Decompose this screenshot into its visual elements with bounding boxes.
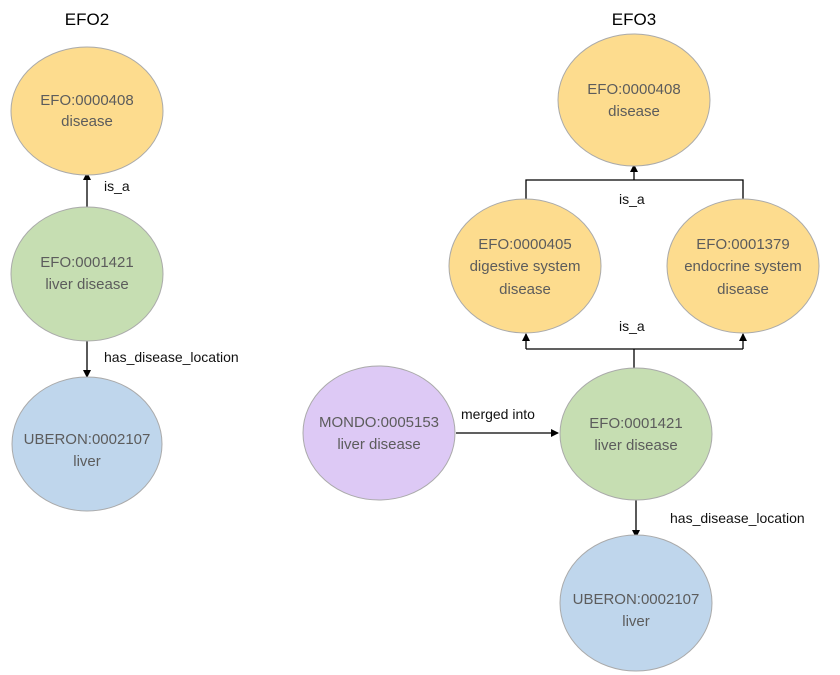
efo3-mondo-node: MONDO:0005153 liver disease [302, 365, 456, 501]
efo3-liver-disease-id: EFO:0001421 [589, 415, 682, 432]
efo3-disease-name: disease [608, 103, 660, 120]
efo3-mondo-name: liver disease [337, 436, 420, 453]
efo2-liver-ellipse [11, 376, 163, 512]
efo3-digestive-node: EFO:0000405 digestive system disease [448, 198, 602, 334]
efo2-liver-disease-node: EFO:0001421 liver disease [10, 206, 164, 342]
efo2-liver-name: liver [73, 453, 101, 470]
efo3-liver-disease-name: liver disease [594, 437, 677, 454]
efo3-endocrine-name-line2: disease [717, 281, 769, 298]
efo3-is-a-top-label: is_a [619, 191, 645, 207]
efo3-disease-node: EFO:0000408 disease [557, 33, 711, 167]
efo3-endocrine-id: EFO:0001379 [696, 236, 789, 253]
efo3-liver-ellipse [559, 534, 713, 672]
efo3-liver-node: UBERON:0002107 liver [559, 534, 713, 672]
efo2-disease-ellipse [10, 46, 164, 176]
efo2-disease-id: EFO:0000408 [40, 92, 133, 109]
efo3-disease-ellipse [557, 33, 711, 167]
efo2-liver-disease-id: EFO:0001421 [40, 254, 133, 271]
efo2-liver-disease-ellipse [10, 206, 164, 342]
efo3-title: EFO3 [612, 10, 656, 29]
efo3-liver-name: liver [622, 613, 650, 630]
efo2-liver-node: UBERON:0002107 liver [11, 376, 163, 512]
efo2-disease-name: disease [61, 113, 113, 130]
efo3-endocrine-name-line1: endocrine system [684, 258, 802, 275]
efo3-liver-disease-node: EFO:0001421 liver disease [559, 367, 713, 501]
efo3-mondo-id: MONDO:0005153 [319, 414, 439, 431]
efo3-liver-id: UBERON:0002107 [573, 591, 700, 608]
efo3-mondo-ellipse [302, 365, 456, 501]
efo3-disease-id: EFO:0000408 [587, 81, 680, 98]
efo3-liver-disease-ellipse [559, 367, 713, 501]
efo3-merged-label: merged into [461, 406, 535, 422]
efo3-digestive-id: EFO:0000405 [478, 236, 571, 253]
efo3-is-a-bottom-label: is_a [619, 318, 645, 334]
efo3-endocrine-node: EFO:0001379 endocrine system disease [666, 198, 820, 334]
efo2-is-a-label: is_a [104, 178, 130, 194]
efo2-disease-node: EFO:0000408 disease [10, 46, 164, 176]
efo2-liver-id: UBERON:0002107 [24, 431, 151, 448]
efo3-endocrine-ellipse [666, 198, 820, 334]
efo3-location-label: has_disease_location [670, 510, 805, 526]
efo3-digestive-name-line1: digestive system [470, 258, 581, 275]
efo2-location-label: has_disease_location [104, 349, 239, 365]
efo2-liver-disease-name: liver disease [45, 276, 128, 293]
efo2-title: EFO2 [65, 10, 109, 29]
efo3-digestive-ellipse [448, 198, 602, 334]
efo3-digestive-name-line2: disease [499, 281, 551, 298]
